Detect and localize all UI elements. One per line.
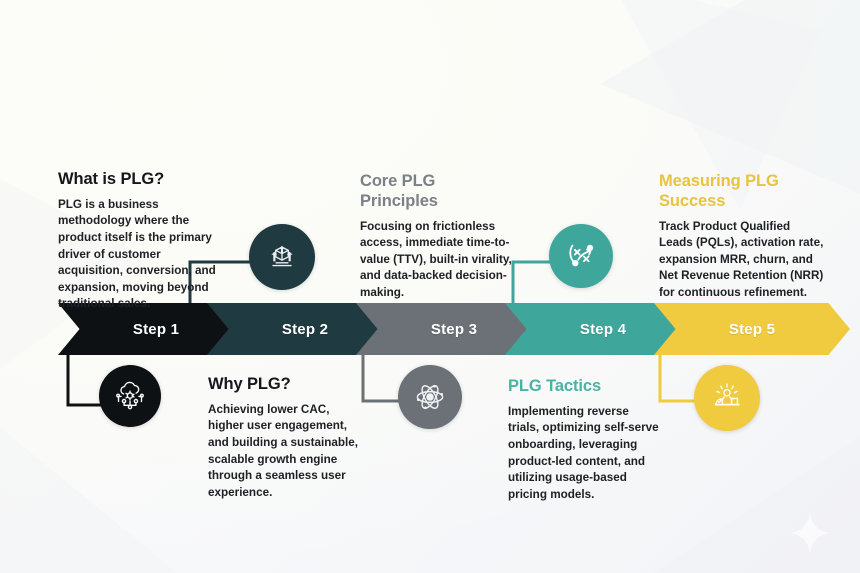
step-2-body: Achieving lower CAC, higher user engagem… xyxy=(208,402,359,499)
step-chevron-5-label: Step 5 xyxy=(728,320,776,338)
step-1-text-block: What is PLG? PLG is a business methodolo… xyxy=(58,170,218,313)
product-growth-box-icon xyxy=(249,224,315,290)
step-chevron-5-shape xyxy=(654,303,850,355)
atom-icon xyxy=(398,365,462,429)
step-1-heading: What is PLG? xyxy=(58,170,165,188)
step-2-heading: Why PLG? xyxy=(208,375,291,393)
cloud-network-icon xyxy=(99,365,161,427)
step-5-body: Track Product Qualified Leads (PQLs), ac… xyxy=(659,219,824,300)
step-4-heading: PLG Tactics xyxy=(508,377,602,395)
step-4-text-block: PLG Tactics Implementing reverse trials,… xyxy=(508,377,660,503)
analytics-growth-icon xyxy=(694,365,760,431)
step-chevron-3-label: Step 3 xyxy=(430,320,478,338)
step-chevron-2-label: Step 2 xyxy=(281,320,329,338)
step-chevron-4-label: Step 4 xyxy=(579,320,627,338)
step-chevron-1-label: Step 1 xyxy=(132,320,180,338)
step-3-text-block: Core PLG Principles Focusing on friction… xyxy=(360,172,512,302)
step-5-heading: Measuring PLG Success xyxy=(659,172,779,210)
step-3-body: Focusing on frictionless access, immedia… xyxy=(360,219,512,300)
step-chevron-strip: Step 1 Step 2 Step 3 Step 4 Step 5 xyxy=(0,303,860,355)
strategy-playbook-icon xyxy=(549,224,613,288)
step-1-body: PLG is a business methodology where the … xyxy=(58,197,216,311)
step-chevron-5[interactable]: Step 5 xyxy=(654,303,850,355)
step-4-body: Implementing reverse trials, optimizing … xyxy=(508,404,659,501)
step-3-heading: Core PLG Principles xyxy=(360,172,438,210)
sparkle-star-icon xyxy=(788,511,832,555)
step-2-text-block: Why PLG? Achieving lower CAC, higher use… xyxy=(208,375,360,501)
step-5-text-block: Measuring PLG Success Track Product Qual… xyxy=(659,172,827,302)
